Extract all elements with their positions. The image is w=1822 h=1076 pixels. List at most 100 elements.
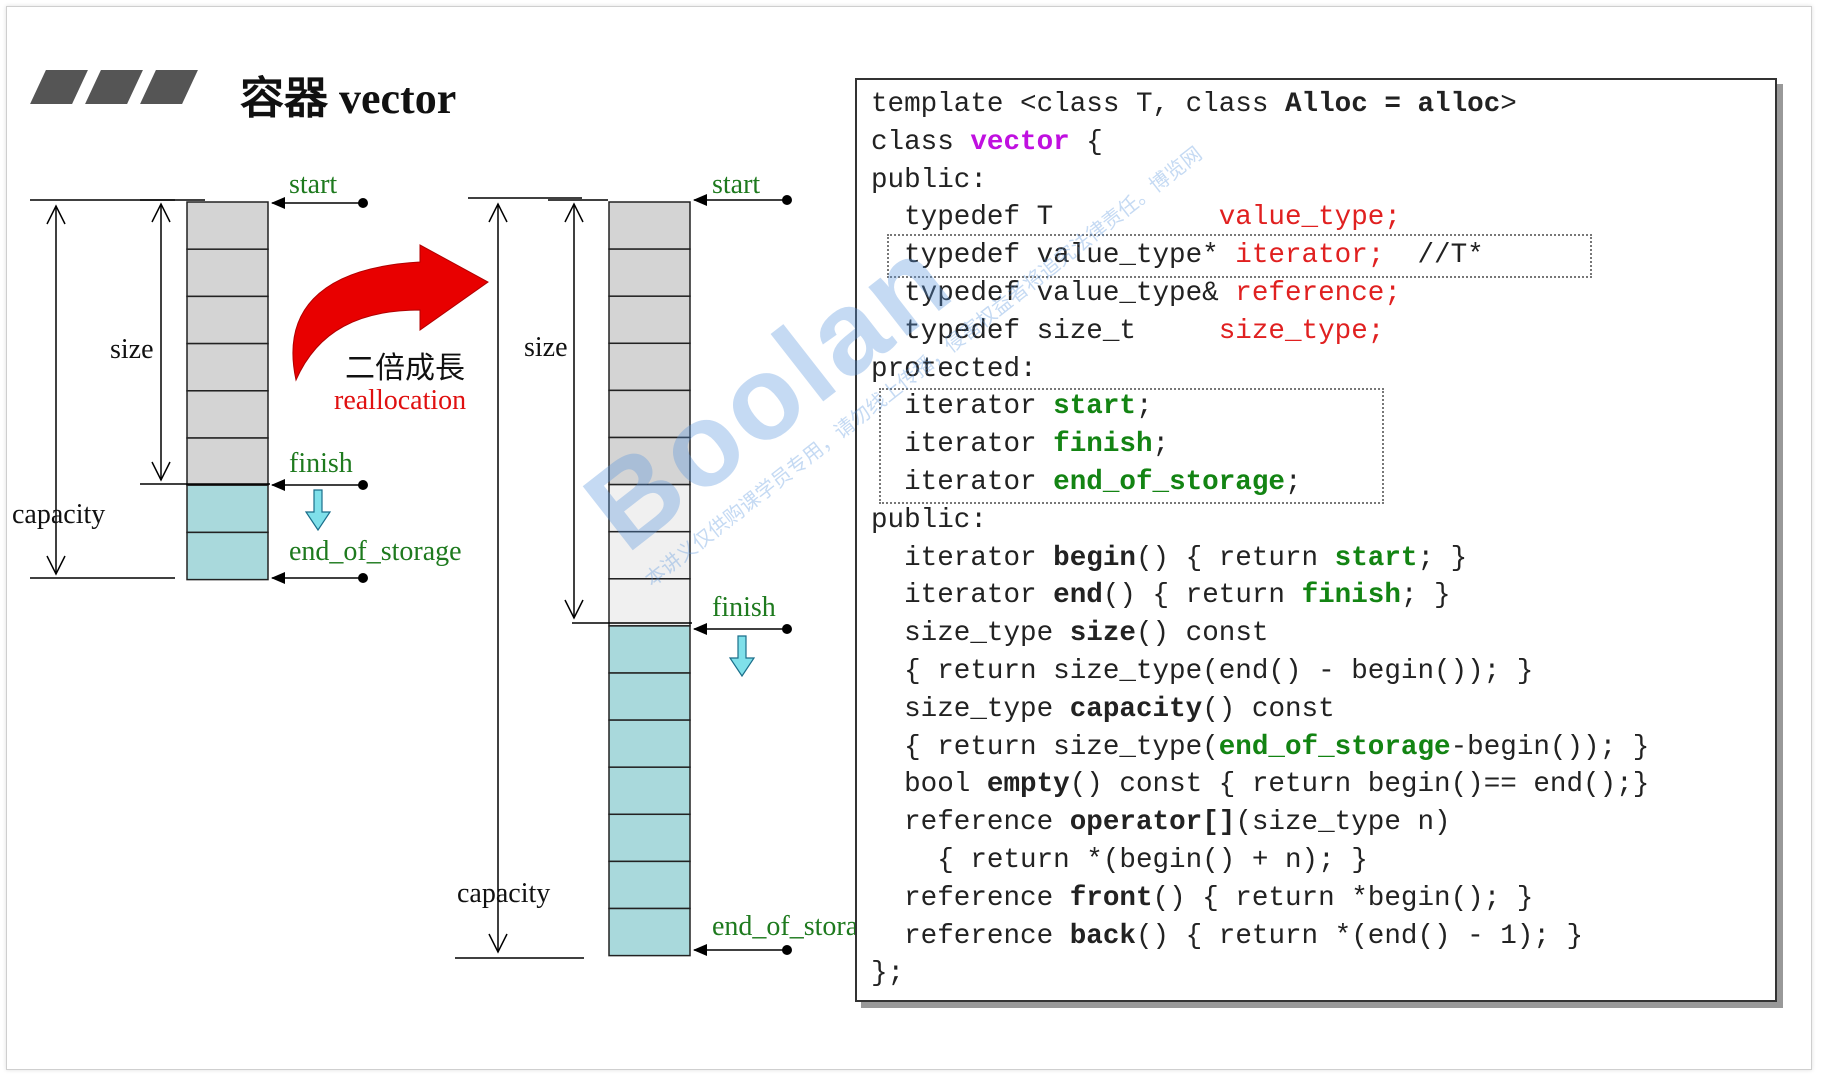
code-token: back — [1069, 920, 1136, 952]
code-token: protected: — [871, 353, 1037, 385]
code-token: iterator; — [1235, 240, 1385, 272]
code-listing: template <class T, class Alloc = alloc>c… — [855, 78, 1777, 1002]
code-token: end — [1053, 580, 1103, 612]
spare-slot — [608, 907, 691, 957]
used-slot — [186, 437, 269, 486]
spare-slot — [608, 813, 691, 863]
code-line: iterator end() { return finish; } — [871, 577, 1451, 615]
code-token: { return *(begin() + n); } — [871, 845, 1368, 876]
reallocation-arrow: 二倍成長 reallocation — [292, 244, 489, 416]
slide-title: 容器 vector — [240, 74, 457, 123]
code-token: capacity — [1069, 693, 1203, 725]
spare-slot — [186, 531, 269, 581]
code-token: () const — [1202, 693, 1335, 725]
code-token: () const { return begin()== end();} — [1069, 769, 1650, 801]
code-token: vector — [970, 126, 1070, 158]
code-line: class vector { — [871, 124, 1103, 162]
iterator-typedef-highlight — [887, 234, 1592, 278]
code-line: }; — [871, 955, 904, 993]
code-line: protected: — [871, 351, 1037, 389]
code-token: iterator — [871, 580, 1054, 612]
code-token: () { return — [1102, 580, 1302, 612]
code-token: start — [1053, 391, 1136, 423]
left-vector-cells — [186, 201, 269, 581]
left-capacity-label: capacity — [12, 499, 105, 530]
spare-slot — [608, 625, 691, 674]
code-line: public: — [871, 502, 987, 540]
code-token: bool — [871, 769, 987, 801]
code-token: empty — [986, 769, 1070, 801]
code-line: { return size_type(end() - begin()); } — [871, 653, 1533, 691]
code-token: typedef value_type& — [871, 278, 1236, 309]
spare-slot — [608, 766, 691, 816]
reallocation-label: reallocation — [334, 385, 466, 416]
code-token: size — [1069, 618, 1136, 650]
code-token: reference; — [1235, 278, 1401, 309]
code-token: class — [871, 126, 971, 158]
right-finish-label: finish — [712, 592, 776, 623]
used-slot — [186, 390, 269, 439]
code-token: () { return *(end() - 1); } — [1135, 920, 1584, 952]
code-line: { return size_type(end_of_storage-begin(… — [871, 729, 1649, 767]
spare-slot — [608, 860, 691, 910]
empty-slot — [608, 483, 691, 533]
code-token: reference — [871, 920, 1070, 952]
code-line: size_type size() const — [871, 615, 1268, 653]
left-finish-move-arrow — [304, 489, 332, 532]
code-token: ; } — [1417, 542, 1468, 574]
code-token: { return size_type( — [871, 731, 1219, 763]
code-token: finish — [1301, 580, 1401, 612]
code-token: end_of_storage — [1218, 731, 1451, 763]
code-line: reference back() { return *(end() - 1); … — [871, 918, 1583, 956]
code-token: begin — [1053, 542, 1136, 574]
used-slot — [186, 342, 269, 392]
code-line: bool empty() const { return begin()== en… — [871, 766, 1649, 804]
code-line: { return *(begin() + n); } — [871, 842, 1368, 880]
code-token: iterator — [871, 391, 1054, 423]
code-token: public: — [871, 164, 987, 196]
code-token: { — [1069, 126, 1103, 158]
spare-slot — [186, 484, 269, 534]
right-finish-move-arrow — [728, 635, 756, 678]
code-token: { return size_type(end() - begin()); } — [871, 656, 1534, 687]
vector-memory-diagram: start finish end_of_storage size capacit… — [12, 169, 860, 959]
right-size-label: size — [524, 332, 568, 363]
code-token: template <class T, class — [871, 89, 1285, 120]
right-pointers — [693, 194, 792, 956]
code-token: }; — [871, 958, 905, 990]
used-slot — [608, 342, 691, 392]
code-token: Alloc = alloc — [1284, 89, 1501, 120]
right-capacity-dimension — [455, 197, 584, 959]
right-start-label: start — [712, 169, 760, 200]
code-token: iterator — [871, 467, 1054, 498]
code-line: iterator start; — [871, 388, 1153, 426]
code-line: iterator begin() { return start; } — [871, 540, 1467, 578]
slide-frame — [6, 6, 1812, 1070]
used-slot — [186, 248, 269, 298]
code-token: ; — [1284, 467, 1302, 498]
code-token: size_type — [871, 618, 1070, 650]
code-token: iterator — [871, 542, 1054, 574]
left-size-label: size — [110, 334, 154, 365]
used-slot — [608, 295, 691, 345]
left-start-label: start — [289, 169, 337, 200]
right-vector: start finish end_of_storage size capacit… — [455, 169, 860, 959]
used-slot — [608, 389, 691, 439]
code-line: size_type capacity() const — [871, 691, 1335, 729]
left-end-of-storage-label: end_of_storage — [289, 536, 462, 567]
right-end-of-storage-label: end_of_storage — [712, 911, 860, 942]
code-token: //T* — [1384, 240, 1484, 272]
code-token: operator[] — [1069, 807, 1236, 839]
code-token: size_type; — [1218, 315, 1385, 347]
code-token: typedef value_type* — [871, 240, 1236, 272]
code-token: ; — [1135, 391, 1153, 423]
code-line: typedef T value_type; — [871, 199, 1401, 237]
code-token: (size_type n) — [1235, 807, 1451, 839]
used-slot — [608, 201, 691, 250]
code-token: typedef size_t — [871, 315, 1219, 347]
code-token: public: — [871, 504, 987, 536]
code-token: size_type — [871, 693, 1070, 725]
code-token: () const — [1135, 618, 1269, 650]
code-line: typedef value_type* iterator; //T* — [871, 237, 1484, 275]
right-vector-cells — [608, 201, 691, 957]
